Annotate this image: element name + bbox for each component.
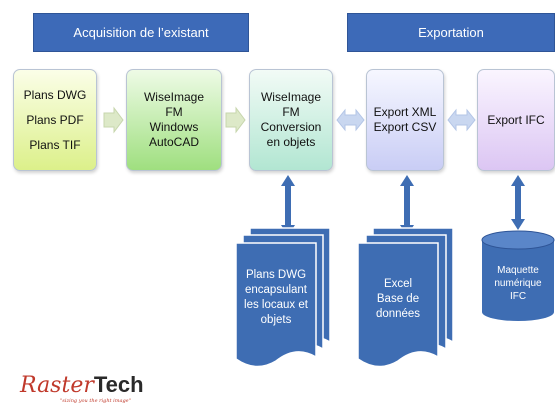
vertical-arrow-2 (400, 175, 414, 236)
db-line: IFC (509, 290, 527, 302)
rastertech-logo: RasterTech "sizing you the right image" (20, 372, 180, 404)
plans-dwg-label: Plans DWG (23, 87, 87, 102)
step-line: Windows (149, 120, 199, 134)
vertical-arrow-3 (511, 175, 525, 230)
doc-line: les locaux et (244, 299, 308, 311)
step-line: WiseImage (260, 90, 322, 104)
wiseimage-conversion-step: WiseImage FM Conversion en objets (249, 69, 333, 171)
export-xml-label: Export XML (373, 105, 437, 119)
doc-line: encapsulant (244, 284, 308, 296)
exportation-banner: Exportation (347, 13, 555, 52)
step-line: Conversion (260, 120, 322, 134)
acquisition-banner-label: Acquisition de l’existant (73, 25, 209, 40)
plans-pdf-label: Plans PDF (26, 112, 84, 127)
database-cylinder (481, 230, 555, 321)
logo-name: Tech (93, 372, 144, 397)
input-plans-step: Plans DWG Plans PDF Plans TIF (13, 69, 97, 171)
double-arrow-1 (336, 108, 365, 132)
doc-line: Plans DWG (245, 269, 307, 281)
document-stack-2 (357, 227, 454, 368)
db-line: Maquette (497, 264, 539, 276)
step-line: WiseImage (143, 90, 205, 104)
document-excel-text: Excel Base de données (358, 262, 438, 336)
doc-line: Excel (383, 277, 413, 290)
wiseimage-autocad-step: WiseImage FM Windows AutoCAD (126, 69, 222, 171)
acquisition-banner: Acquisition de l’existant (33, 13, 249, 52)
db-line: numérique (494, 277, 542, 289)
step-line: AutoCAD (148, 135, 200, 149)
database-text: Maquette numérique IFC (482, 258, 554, 308)
logo-prefix: Raster (20, 373, 94, 398)
document-dwg-text: Plans DWG encapsulant les locaux et obje… (236, 258, 316, 338)
export-csv-label: Export CSV (373, 120, 437, 134)
step-line: FM (165, 105, 183, 119)
document-stack-1 (235, 227, 331, 368)
doc-line: données (375, 307, 421, 320)
step-line: en objets (266, 135, 316, 149)
plans-tif-label: Plans TIF (29, 137, 81, 152)
logo-tagline: "sizing you the right image" (60, 398, 131, 404)
logo-wordmark: RasterTech (20, 372, 180, 398)
flow-arrow-2 (225, 106, 246, 134)
step-line: FM (282, 105, 300, 119)
export-ifc-label: Export IFC (487, 112, 545, 127)
double-arrow-2 (447, 108, 476, 132)
export-ifc-step: Export IFC (477, 69, 555, 171)
doc-line: objets (260, 314, 292, 326)
vertical-arrow-1 (281, 175, 295, 236)
export-xml-csv-step: Export XML Export CSV (366, 69, 444, 171)
doc-line: Base de (376, 292, 420, 305)
flow-arrow-1 (103, 106, 124, 134)
exportation-banner-label: Exportation (418, 25, 484, 40)
